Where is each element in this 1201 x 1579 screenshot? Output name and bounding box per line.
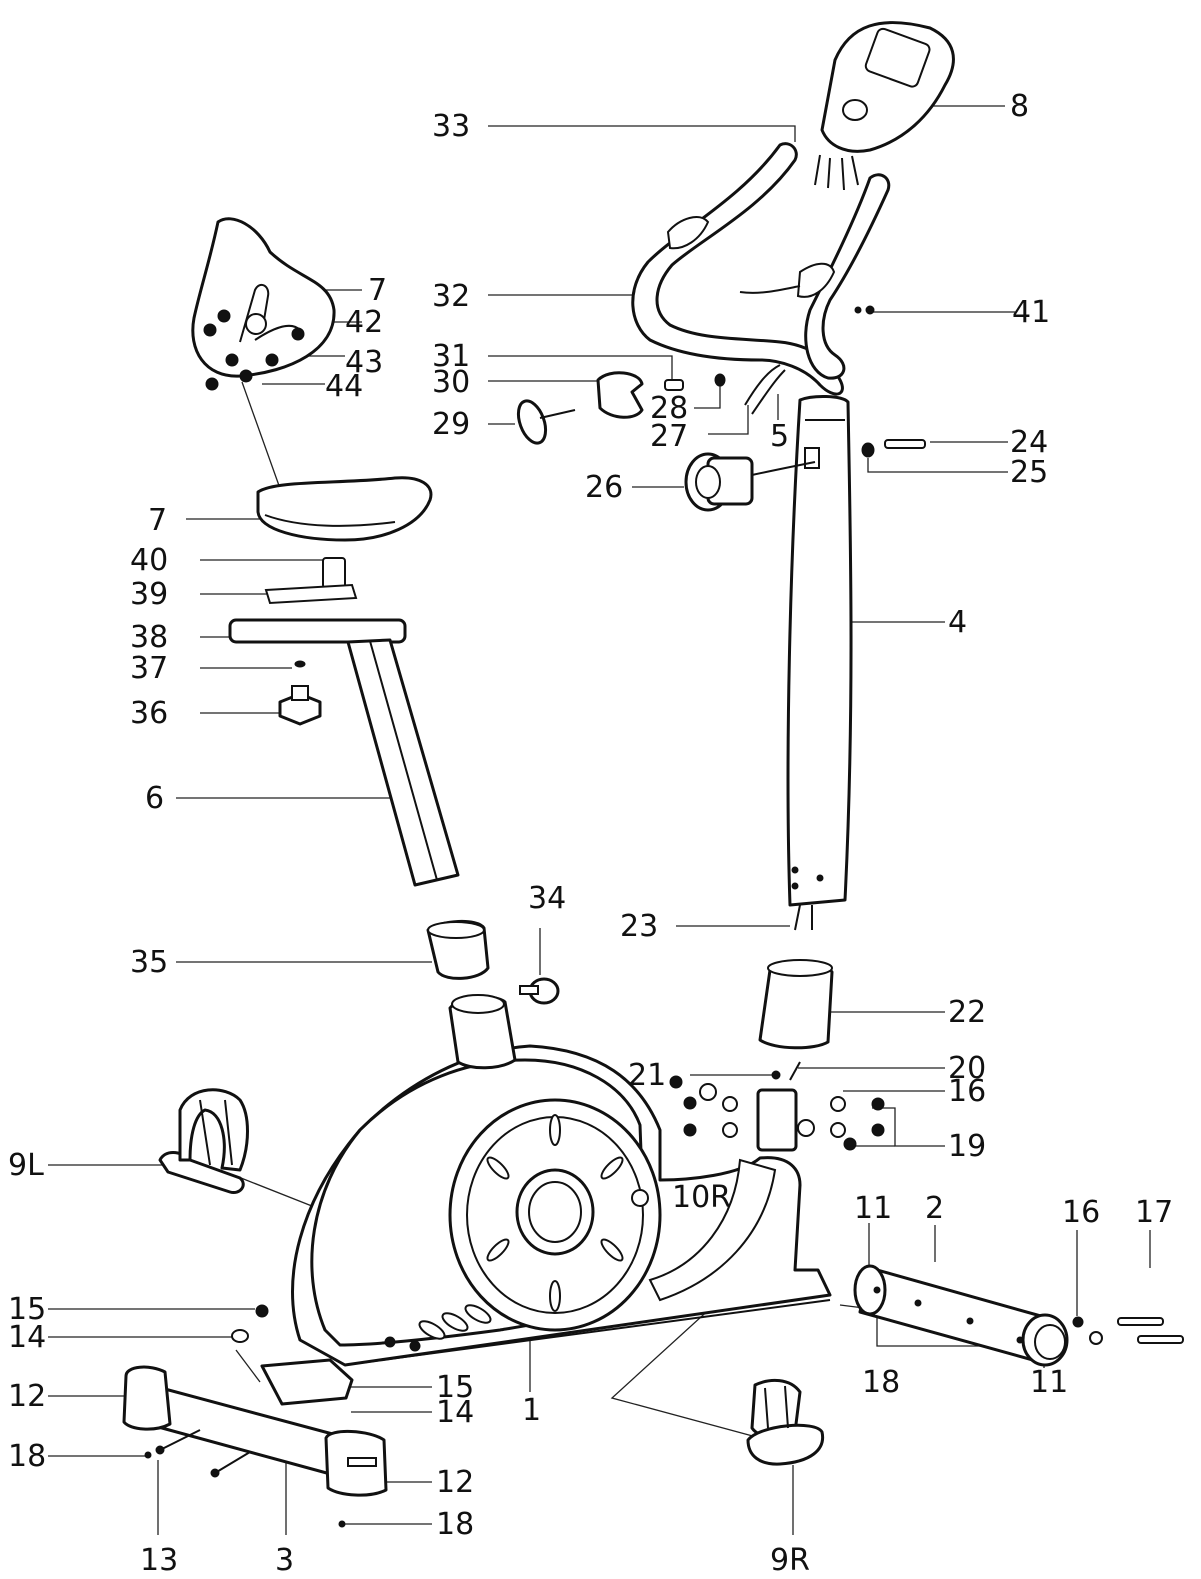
label-16-right: 16 bbox=[1062, 1195, 1100, 1230]
label-32: 32 bbox=[432, 279, 470, 314]
label-13: 13 bbox=[140, 1543, 178, 1578]
console-part bbox=[814, 21, 955, 191]
label-5: 5 bbox=[770, 419, 789, 454]
tension-knob-part bbox=[684, 452, 816, 512]
callout-labels: 8 33 7 42 43 44 32 41 31 30 28 29 27 5 2… bbox=[8, 89, 1173, 1578]
label-6: 6 bbox=[145, 781, 164, 816]
label-44: 44 bbox=[325, 369, 363, 404]
label-14-left: 14 bbox=[8, 1320, 46, 1355]
upright-post-part bbox=[786, 395, 853, 931]
label-28: 28 bbox=[650, 391, 688, 426]
label-16-top: 16 bbox=[948, 1074, 986, 1109]
left-pedal-part bbox=[158, 1088, 249, 1195]
label-39: 39 bbox=[130, 577, 168, 612]
front-foot-plate-part bbox=[231, 1304, 354, 1406]
label-7-seat: 7 bbox=[148, 503, 167, 538]
rear-stabilizer-part bbox=[853, 1264, 1184, 1367]
mounting-bolts-part bbox=[669, 1061, 885, 1152]
bushing-part bbox=[426, 919, 490, 980]
bolt-part bbox=[854, 305, 926, 458]
seat-underside-part bbox=[191, 217, 336, 391]
label-25: 25 bbox=[1010, 455, 1048, 490]
label-21: 21 bbox=[628, 1058, 666, 1093]
label-31: 31 bbox=[432, 339, 470, 374]
label-29: 29 bbox=[432, 407, 470, 442]
label-27: 27 bbox=[650, 419, 688, 454]
label-7-top: 7 bbox=[368, 273, 387, 308]
main-frame-part bbox=[291, 994, 832, 1367]
handlebar-part bbox=[631, 142, 891, 396]
label-12-left: 12 bbox=[8, 1379, 46, 1414]
label-8: 8 bbox=[1010, 89, 1029, 124]
seat-post-part bbox=[346, 638, 460, 887]
label-18-right: 18 bbox=[862, 1365, 900, 1400]
seat-slider-part bbox=[228, 557, 407, 726]
label-14-mid: 14 bbox=[436, 1395, 474, 1430]
label-30: 30 bbox=[432, 365, 470, 400]
label-12-right: 12 bbox=[436, 1465, 474, 1500]
label-37: 37 bbox=[130, 651, 168, 686]
label-17: 17 bbox=[1135, 1195, 1173, 1230]
label-35: 35 bbox=[130, 945, 168, 980]
seat-part bbox=[256, 476, 433, 542]
label-15-left: 15 bbox=[8, 1292, 46, 1327]
front-stabilizer-part bbox=[122, 1365, 388, 1528]
label-23: 23 bbox=[620, 909, 658, 944]
label-22: 22 bbox=[948, 995, 986, 1030]
label-42: 42 bbox=[345, 305, 383, 340]
label-36: 36 bbox=[130, 696, 168, 731]
label-34: 34 bbox=[528, 881, 566, 916]
label-1: 1 bbox=[522, 1393, 541, 1428]
pulse-grip-part bbox=[516, 364, 786, 445]
label-9R: 9R bbox=[770, 1543, 810, 1578]
label-4: 4 bbox=[948, 605, 967, 640]
label-43: 43 bbox=[345, 345, 383, 380]
label-9L: 9L bbox=[8, 1148, 44, 1183]
label-38: 38 bbox=[130, 620, 168, 655]
label-2: 2 bbox=[925, 1191, 944, 1226]
label-19: 19 bbox=[948, 1129, 986, 1164]
label-3: 3 bbox=[275, 1543, 294, 1578]
label-10R: 10R bbox=[672, 1180, 731, 1215]
label-15-mid: 15 bbox=[436, 1370, 474, 1405]
label-33: 33 bbox=[432, 109, 470, 144]
label-40: 40 bbox=[130, 543, 168, 578]
label-41: 41 bbox=[1012, 295, 1050, 330]
label-11-bottom: 11 bbox=[1030, 1365, 1068, 1400]
label-24: 24 bbox=[1010, 425, 1048, 460]
label-18-bottom: 18 bbox=[436, 1507, 474, 1542]
column-cover-part bbox=[758, 959, 834, 1050]
label-11-top: 11 bbox=[854, 1191, 892, 1226]
label-18-left: 18 bbox=[8, 1439, 46, 1474]
label-20: 20 bbox=[948, 1051, 986, 1086]
pop-pin-knob-part bbox=[519, 977, 560, 1005]
label-26: 26 bbox=[585, 470, 623, 505]
right-pedal-part bbox=[746, 1378, 825, 1466]
